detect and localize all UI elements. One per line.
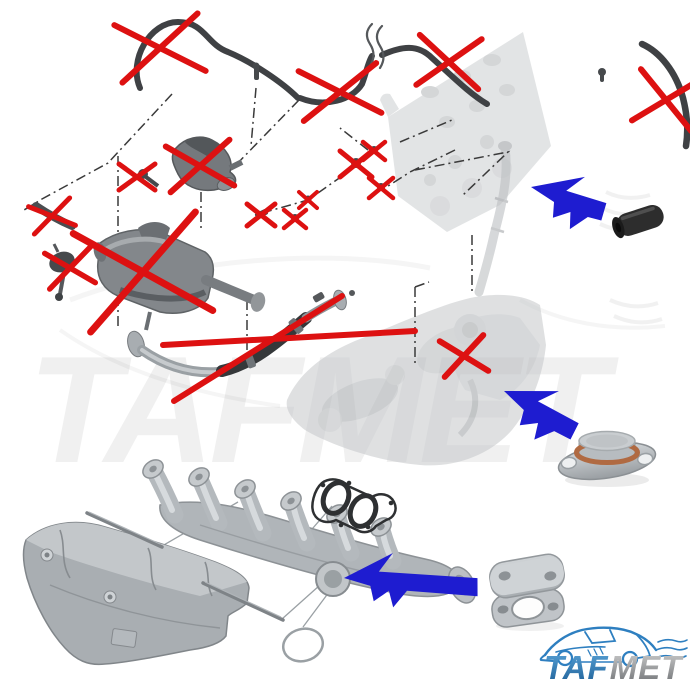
replacement-arrow <box>531 176 607 230</box>
blanking-plate <box>489 553 565 599</box>
bolt-hole <box>544 571 557 581</box>
logo-car-icon <box>539 626 688 668</box>
red-x-stroke <box>116 161 158 193</box>
heat-shield <box>22 521 250 666</box>
red-x-stroke <box>441 332 487 380</box>
logo-hatch-marks <box>587 647 604 657</box>
egr-feed-tube-faded <box>474 141 512 297</box>
red-x-stroke <box>366 175 396 201</box>
red-x-stroke <box>413 36 485 88</box>
logo-speed-lines <box>654 638 688 659</box>
red-x-stroke <box>297 190 319 210</box>
hose-break-squiggle <box>375 24 385 70</box>
egr-blanking-plate-with-gasket <box>489 553 565 631</box>
hose-top-left <box>133 18 301 101</box>
red-x-stroke <box>87 208 199 336</box>
red-x-stroke <box>281 207 309 231</box>
egr-port-sealing-plug <box>557 430 657 487</box>
bolt-hole <box>560 456 578 470</box>
replacement-arrows <box>344 176 607 608</box>
replacement-arrow <box>504 391 579 440</box>
red-x-stroke <box>171 293 345 404</box>
hose-top-middle <box>297 53 375 106</box>
replacement-arrow <box>344 553 478 608</box>
mounting-studs <box>85 511 285 622</box>
o-ring <box>281 627 325 663</box>
hose-break-squiggle <box>365 22 375 68</box>
red-x-stroke <box>119 10 201 86</box>
logo-text: TAFMET <box>544 649 684 686</box>
logo-text-secondary: MET <box>610 649 685 686</box>
blanking-gasket <box>491 588 565 628</box>
bolt-hole <box>498 571 511 581</box>
red-x-stroke <box>167 136 233 196</box>
red-x-stroke <box>300 60 380 124</box>
deleted-part-markers <box>26 10 690 404</box>
rubber-blanking-cap <box>612 204 664 239</box>
engine-cylinder-head-faded <box>380 32 551 232</box>
manifold-gasket <box>311 478 397 534</box>
red-x-stroke <box>628 76 690 124</box>
egr-cooler-assembly <box>93 222 266 331</box>
red-x-stroke <box>31 195 73 237</box>
watermark-car-curve <box>58 328 281 408</box>
red-x-stroke <box>46 244 94 292</box>
red-x-stroke <box>160 328 418 348</box>
hose-top-right <box>638 40 690 150</box>
bolt-hole <box>636 452 654 466</box>
red-x-stroke <box>360 139 388 163</box>
brand-logo: TAFMET <box>539 626 688 686</box>
logo-text-primary: TAF <box>544 649 609 686</box>
hose-top-center <box>379 44 490 107</box>
red-x-stroke <box>244 201 278 229</box>
vacuum-hoses <box>32 18 690 230</box>
